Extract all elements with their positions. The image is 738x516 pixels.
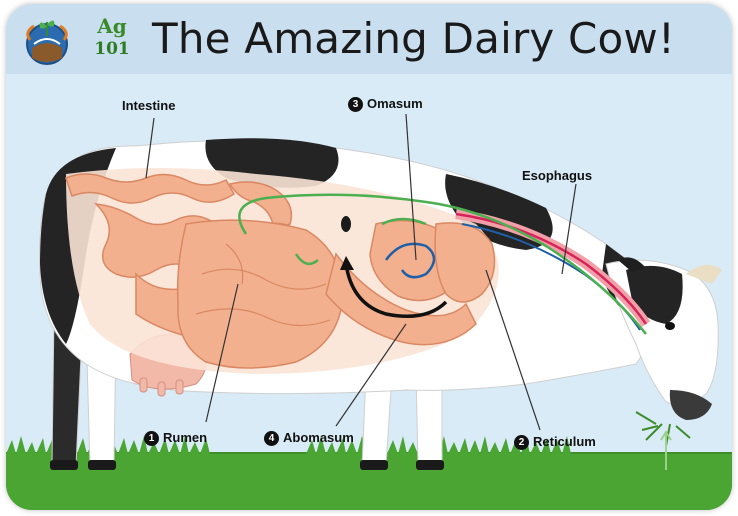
label-omasum: 3 Omasum: [348, 96, 423, 112]
cow-illustration: [6, 74, 732, 510]
omasum-opening: [341, 216, 351, 232]
label-intestine: Intestine: [122, 98, 175, 113]
rumen-organ: [178, 220, 343, 368]
label-abomasum: 4 Abomasum: [264, 430, 354, 446]
label-esophagus: Esophagus: [522, 168, 592, 183]
label-rumen-text: Rumen: [163, 430, 207, 445]
number-badge-omasum: 3: [348, 97, 363, 112]
ag-101-badge: Ag 101: [90, 16, 134, 66]
badge-top-text: Ag: [90, 16, 134, 36]
diagram-frame: Ag 101 The Amazing Dairy Cow!: [6, 4, 732, 510]
label-abomasum-text: Abomasum: [283, 430, 354, 445]
label-rumen: 1 Rumen: [144, 430, 207, 446]
header-band: Ag 101 The Amazing Dairy Cow!: [6, 4, 732, 74]
label-omasum-text: Omasum: [367, 96, 423, 111]
label-reticulum: 2 Reticulum: [514, 434, 596, 450]
number-badge-abomasum: 4: [264, 431, 279, 446]
page-title: The Amazing Dairy Cow!: [152, 14, 675, 63]
cow-diagram: Intestine 3 Omasum Esophagus 1 Rumen 4 Abom…: [6, 74, 732, 510]
globe-logo-icon: [20, 14, 74, 68]
number-badge-rumen: 1: [144, 431, 159, 446]
label-reticulum-text: Reticulum: [533, 434, 596, 449]
reticulum-organ: [435, 223, 494, 302]
number-badge-reticulum: 2: [514, 435, 529, 450]
badge-bottom-text: 101: [90, 41, 134, 58]
